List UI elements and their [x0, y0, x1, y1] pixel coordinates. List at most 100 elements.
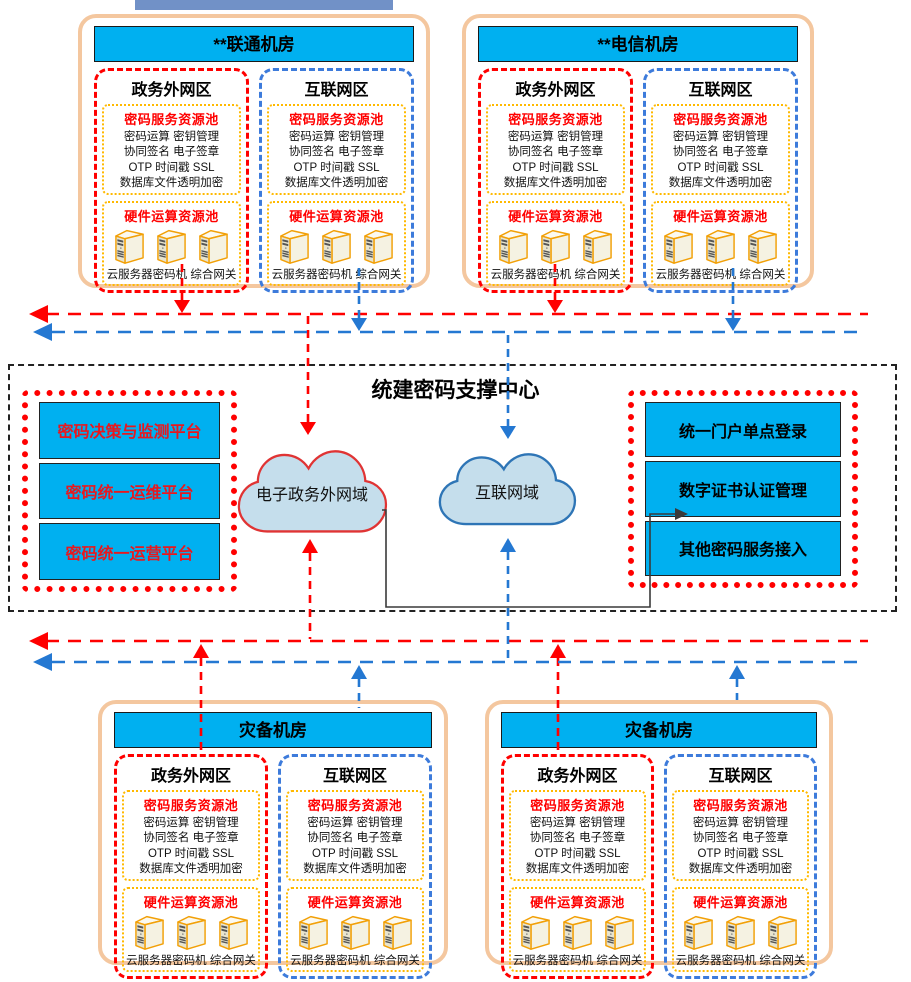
service-line: 协同签名 电子签章 — [307, 832, 403, 845]
zone-title: 政务外网区 — [515, 82, 596, 99]
server-icon-row — [289, 913, 421, 951]
server-tower-icon — [382, 916, 412, 951]
pool-title: 密码服务资源池 — [508, 112, 603, 127]
service-line: OTP 时间戳 SSL — [128, 161, 215, 174]
zone-title: 互联网区 — [304, 82, 369, 99]
server-tower-icon — [706, 230, 735, 265]
server-tower-icon — [521, 916, 550, 951]
pool-title: 密码服务资源池 — [530, 798, 625, 813]
server-tower-icon — [684, 916, 713, 951]
pool-title: 密码服务资源池 — [307, 798, 403, 813]
platform-unified-maintenance: 密码统一运维平台 — [39, 462, 220, 520]
hardware-compute-pool: 硬件运算资源池 — [122, 887, 260, 973]
service-line: 密码运算 密钥管理 — [288, 131, 385, 143]
service-line: 数据库文件透明加密 — [668, 176, 773, 189]
room-header: 灾备机房 — [501, 712, 817, 748]
room-title: 灾备机房 — [625, 721, 693, 740]
zone-title: 互联网区 — [708, 768, 773, 785]
server-icon-row — [512, 913, 643, 951]
service-line: 协同签名 电子签章 — [123, 146, 220, 159]
server-tower-icon — [134, 916, 164, 951]
service-line: 密码运算 密钥管理 — [307, 817, 403, 829]
server-tower-icon — [322, 230, 351, 265]
server-tower-icon — [583, 230, 612, 265]
zone-title: 互联网区 — [688, 82, 753, 99]
cloud-label: 电子政务外网域 — [255, 487, 368, 504]
service-line: 协同签名 电子签章 — [288, 146, 385, 159]
server-icon-row — [270, 227, 403, 265]
server-tower-icon — [218, 916, 248, 951]
server-tower-icon — [664, 230, 693, 265]
service-line: OTP 时间戳 SSL — [534, 847, 621, 860]
service-line: OTP 时间戳 SSL — [512, 161, 599, 174]
room-title: **联通机房 — [213, 35, 295, 54]
server-tower-icon — [541, 230, 570, 265]
pool-title: 硬件运算资源池 — [673, 209, 768, 225]
server-tower-icon — [499, 230, 528, 265]
hardware-compute-pool: 硬件运算资源池 — [102, 201, 241, 287]
platform-other-crypto-access: 其他密码服务接入 — [645, 520, 841, 576]
server-tower-icon — [298, 916, 328, 951]
service-line: 协同签名 电子签章 — [692, 832, 789, 845]
room-zones: 政务外网区 密码服务资源池 密码运算 密钥管理协同签名 电子签章 OTP 时间戳 … — [114, 754, 432, 980]
left-platform-group: 密码决策与监测平台 密码统一运维平台 密码统一运营平台 — [22, 390, 237, 592]
service-capability-list: 密码运算 密钥管理协同签名 电子签章 OTP 时间戳 SSL 数据库文件透明加密 — [675, 816, 806, 877]
machine-room-dr-left: 灾备机房 政务外网区 密码服务资源池 密码运算 密钥管理协同签名 电子签章 OTP… — [98, 700, 448, 980]
server-tower-icon — [157, 230, 186, 265]
service-line: 数据库文件透明加密 — [503, 176, 608, 189]
zone-title: 政务外网区 — [150, 768, 231, 785]
hardware-compute-pool: 硬件运算资源池 — [509, 887, 646, 973]
service-line: 密码运算 密钥管理 — [692, 817, 789, 829]
service-line: 数据库文件透明加密 — [303, 862, 407, 875]
pool-title: 硬件运算资源池 — [289, 209, 384, 225]
hardware-compute-pool: 硬件运算资源池 — [651, 201, 790, 287]
pool-title: 硬件运算资源池 — [124, 209, 219, 225]
gov-extranet-cloud: 电子政务外网域 — [226, 436, 398, 544]
internet-zone: 互联网区 密码服务资源池 密码运算 密钥管理协同签名 电子签章 OTP 时间戳 S… — [278, 754, 432, 980]
room-header: 灾备机房 — [114, 712, 432, 748]
pool-title: 密码服务资源池 — [289, 112, 384, 127]
room-header: **电信机房 — [478, 26, 798, 62]
cloud-shape-icon — [438, 453, 577, 526]
pool-title: 密码服务资源池 — [693, 798, 788, 813]
pool-title: 硬件运算资源池 — [508, 209, 603, 225]
cloud-label: 互联网域 — [474, 485, 539, 502]
service-line: 数据库文件透明加密 — [688, 862, 793, 875]
hardware-caption: 云服务器密码机 综合网关 — [655, 269, 786, 282]
service-line: 密码运算 密钥管理 — [529, 817, 626, 829]
service-line: 协同签名 电子签章 — [672, 146, 769, 159]
service-line: 数据库文件透明加密 — [525, 862, 630, 875]
hardware-caption: 云服务器密码机 综合网关 — [106, 269, 237, 282]
hardware-compute-pool: 硬件运算资源池 — [486, 201, 625, 287]
crypto-service-pool: 密码服务资源池 密码运算 密钥管理协同签名 电子签章 OTP 时间戳 SSL 数据库… — [286, 790, 424, 882]
service-line: OTP 时间戳 SSL — [311, 847, 399, 860]
zone-title: 互联网区 — [322, 768, 387, 785]
server-icon-row — [125, 913, 257, 951]
server-tower-icon — [748, 230, 777, 265]
service-line: 密码运算 密钥管理 — [123, 131, 220, 143]
pool-title: 硬件运算资源池 — [307, 895, 403, 911]
server-tower-icon — [115, 230, 144, 265]
server-tower-icon — [340, 916, 370, 951]
server-tower-icon — [176, 916, 206, 951]
service-line: 数据库文件透明加密 — [284, 176, 389, 189]
server-tower-icon — [605, 916, 634, 951]
hardware-compute-pool: 硬件运算资源池 — [672, 887, 809, 973]
server-icon-row — [489, 227, 622, 265]
service-line: OTP 时间戳 SSL — [697, 847, 784, 860]
